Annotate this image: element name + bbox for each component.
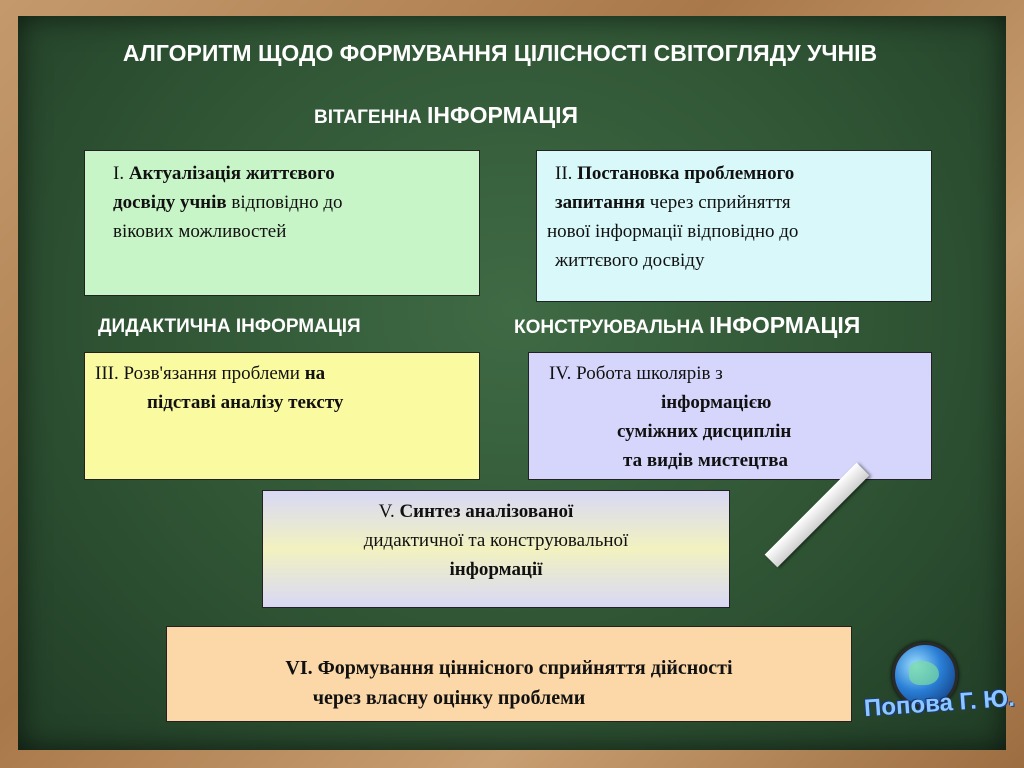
page-title: АЛГОРИТМ ЩОДО ФОРМУВАННЯ ЦІЛІСНОСТІ СВІТ… (122, 40, 878, 66)
step-2-title-cont: запитання (555, 192, 646, 213)
step-6-title: VІ. Формування ціннісного сприйняття дій… (285, 657, 733, 679)
step-2-number: ІІ. (555, 163, 578, 184)
heading-didactic: ДИДАКТИЧНА ІНФОРМАЦІЯ (98, 316, 361, 337)
heading-vitagenna-b: ІНФОРМАЦІЯ (427, 102, 579, 128)
step-1-title: Актуалізація життєвого (128, 163, 335, 184)
step-3-bold-cont: підставі аналізу тексту (147, 392, 344, 413)
step-5-box: V. Синтез аналізованої дидактичної та ко… (262, 490, 730, 608)
step-4-bold-2: суміжних дисциплін (617, 421, 792, 442)
heading-vitagenna: ВІТАГЕННА ІНФОРМАЦІЯ (314, 102, 578, 129)
globe-icon (892, 642, 958, 708)
step-5-bold: інформації (449, 559, 543, 580)
step-4-box: ІV. Робота школярів з інформацією суміжн… (528, 352, 932, 480)
heading-constructive-a: КОНСТРУЮВАЛЬНА (514, 317, 710, 338)
step-2-text-end: життєвого досвіду (555, 250, 705, 271)
globe-land (909, 661, 939, 685)
step-6-box: VІ. Формування ціннісного сприйняття дій… (166, 626, 852, 722)
step-4-bold-3: та видів мистецтва (623, 450, 789, 471)
step-4-bold-1: інформацією (661, 392, 772, 413)
step-5-title: Синтез аналізованої (399, 501, 574, 522)
step-1-box: І. Актуалізація життєвого досвіду учнів … (84, 150, 480, 296)
step-1-text-cont: вікових можливостей (113, 221, 287, 242)
step-3-box: ІІІ. Розв'язання проблеми на підставі ан… (84, 352, 480, 480)
heading-vitagenna-a: ВІТАГЕННА (314, 107, 428, 128)
step-6-title-cont: через власну оцінку проблеми (312, 687, 586, 709)
step-2-text: через сприйняття (645, 192, 791, 213)
step-5-text: дидактичної та конструювальної (363, 530, 629, 551)
step-5-number: V. (378, 501, 400, 522)
step-3-bold: на (304, 363, 326, 384)
step-4-text: ІV. Робота школярів з (549, 363, 723, 384)
step-2-box: ІІ. Постановка проблемного запитання чер… (536, 150, 932, 302)
step-1-title-cont: досвіду учнів (113, 192, 227, 213)
heading-constructive: КОНСТРУЮВАЛЬНА ІНФОРМАЦІЯ (514, 312, 860, 339)
step-2-text-cont: нової інформації відповідно до (547, 221, 799, 242)
step-2-title: Постановка проблемного (577, 163, 795, 184)
step-1-number: І. (113, 163, 129, 184)
step-3-number: ІІІ. (95, 363, 124, 384)
step-1-text: відповідно до (226, 192, 343, 213)
heading-constructive-b: ІНФОРМАЦІЯ (709, 312, 861, 338)
step-3-text: Розв'язання проблеми (123, 363, 305, 384)
